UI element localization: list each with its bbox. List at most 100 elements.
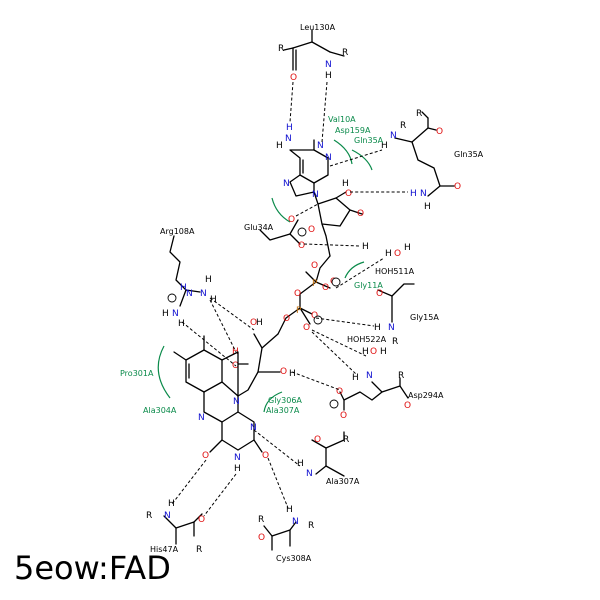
residue-arg108a: H N N H H N H H: [162, 235, 217, 329]
label-hoh522a: HOH522A: [347, 335, 387, 344]
svg-text:O: O: [298, 241, 305, 251]
arc-glu34a: [271, 197, 291, 223]
svg-text:N: N: [283, 179, 290, 189]
svg-text:N: N: [292, 517, 299, 527]
svg-text:H: H: [205, 275, 212, 285]
svg-text:H: H: [234, 464, 241, 474]
svg-text:H: H: [380, 347, 387, 357]
isoalloxazine-ring: N N N N H O O: [173, 335, 269, 474]
label-ala307a: Ala307A: [326, 477, 360, 486]
svg-text:O: O: [250, 318, 257, 328]
svg-text:H: H: [162, 309, 169, 319]
hydrophobic-arcs: [157, 139, 373, 413]
residue-his47a: R N H O R: [146, 499, 205, 555]
label-gly15a: Gly15A: [410, 313, 439, 322]
svg-text:O: O: [290, 73, 297, 83]
label-glu34a: Glu34A: [244, 223, 274, 232]
svg-text:R: R: [196, 545, 202, 555]
arc-pro301a: [157, 345, 171, 399]
svg-text:H: H: [362, 347, 369, 357]
svg-text:N: N: [233, 397, 240, 407]
label-gln35a-arc: Gln35A: [354, 136, 384, 145]
label-gly11a: Gly11A: [354, 281, 383, 290]
charge-arg108a: [167, 293, 177, 303]
residue-leu130a: R O N H R: [278, 29, 348, 83]
svg-text:H: H: [404, 243, 411, 253]
svg-text:N: N: [186, 289, 193, 299]
charge-phosphate-2: [313, 315, 323, 325]
label-asp294a: Asp294A: [408, 391, 444, 400]
svg-text:N: N: [317, 141, 324, 151]
svg-text:O: O: [303, 323, 310, 333]
label-his47a: His47A: [150, 545, 179, 554]
svg-text:N: N: [234, 453, 241, 463]
svg-text:O: O: [376, 289, 383, 299]
svg-text:R: R: [416, 109, 422, 119]
svg-text:R: R: [278, 44, 284, 54]
svg-text:O: O: [345, 189, 352, 199]
svg-text:H: H: [180, 283, 187, 293]
label-gly306a: Gly306A: [268, 396, 302, 405]
label-ala307a-arc: Ala307A: [266, 406, 300, 415]
svg-text:R: R: [400, 121, 406, 131]
svg-text:O: O: [336, 387, 343, 397]
svg-text:P: P: [296, 306, 302, 316]
svg-text:H: H: [424, 202, 431, 212]
svg-text:H: H: [352, 373, 359, 383]
svg-text:H: H: [289, 369, 296, 379]
svg-text:N: N: [250, 423, 257, 433]
svg-text:O: O: [404, 401, 411, 411]
svg-text:H: H: [410, 189, 417, 199]
residue-cys308a: R O N H R: [258, 505, 314, 551]
arc-gln35a: [351, 149, 373, 171]
svg-text:H: H: [325, 71, 332, 81]
svg-text:H: H: [232, 347, 239, 357]
residue-gln35a: R O N H R O H N H: [381, 109, 461, 212]
residue-labels: Leu130A Val10A Asp159A Gln35A Gln35A Glu…: [120, 23, 484, 563]
charge-glu34a: [297, 227, 307, 237]
label-arg108a: Arg108A: [160, 227, 195, 236]
ribityl-chain: O H H O O H: [232, 318, 296, 397]
label-gln35a: Gln35A: [454, 150, 484, 159]
svg-text:O: O: [202, 451, 209, 461]
svg-text:R: R: [392, 337, 398, 347]
svg-text:O: O: [288, 215, 295, 225]
svg-text:O: O: [258, 533, 265, 543]
label-ala304a: Ala304A: [143, 406, 177, 415]
svg-text:O: O: [340, 411, 347, 421]
svg-text:O: O: [394, 249, 401, 259]
ribose-ring: O H O H O: [308, 179, 369, 257]
hydrogen-bonds: [171, 81, 408, 517]
svg-text:R: R: [308, 521, 314, 531]
svg-text:O: O: [436, 127, 443, 137]
diagram-title: 5eow:FAD: [14, 549, 171, 587]
svg-text:O: O: [294, 289, 301, 299]
svg-text:H: H: [381, 141, 388, 151]
svg-text:O: O: [283, 314, 290, 324]
svg-text:N: N: [285, 134, 292, 144]
arc-val10a: [333, 139, 353, 165]
svg-text:H: H: [297, 459, 304, 469]
residue-asp294a: N H R O O O: [329, 371, 411, 421]
label-asp159a: Asp159A: [335, 126, 371, 135]
svg-text:R: R: [398, 371, 404, 381]
svg-text:H: H: [385, 249, 392, 259]
svg-text:N: N: [312, 190, 319, 200]
charge-phosphate-1: [331, 277, 341, 287]
svg-text:O: O: [311, 311, 318, 321]
svg-text:H: H: [276, 141, 283, 151]
pyrophosphate: O P O O O P O O O: [277, 255, 341, 335]
residue-gly15a: O N H R: [374, 283, 415, 347]
svg-text:H: H: [178, 319, 185, 329]
label-cys308a: Cys308A: [276, 554, 312, 563]
label-pro301a: Pro301A: [120, 369, 154, 378]
svg-text:H: H: [286, 123, 293, 133]
svg-text:R: R: [258, 515, 264, 525]
svg-text:P: P: [312, 279, 318, 289]
svg-text:N: N: [325, 60, 332, 70]
arc-gly11a: [344, 261, 365, 279]
residue-hoh522a: H O H: [362, 347, 387, 357]
label-hoh511a: HOH511A: [375, 267, 415, 276]
svg-text:H: H: [256, 318, 263, 328]
